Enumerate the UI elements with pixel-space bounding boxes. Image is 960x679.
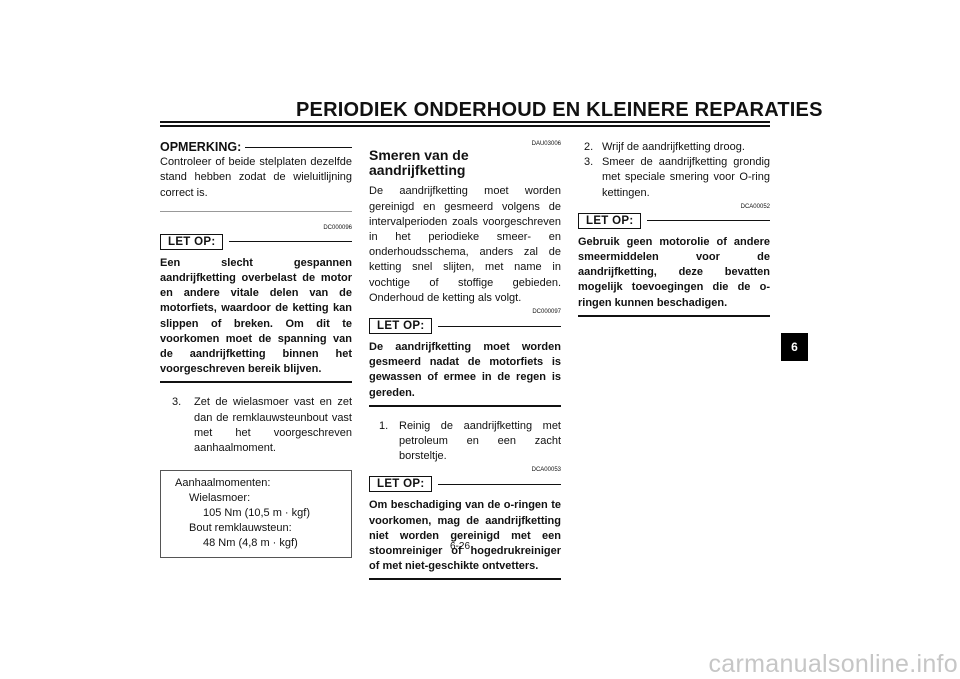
watermark: carmanualsonline.info: [708, 650, 958, 678]
page-title: PERIODIEK ONDERHOUD EN KLEINERE REPARATI…: [296, 99, 823, 121]
note-heading-row: OPMERKING:: [160, 140, 352, 155]
spec-item1-label: Wielasmoer:: [189, 492, 251, 505]
caution2-code: DCA00053: [531, 467, 561, 474]
caution-code: DCA00052: [740, 203, 770, 210]
spec-title: Aanhaalmomenten:: [175, 477, 271, 490]
list-item: 3. Zet de wielasmoer vast en zet dan de …: [160, 395, 352, 456]
spec-item2-value: 48 Nm (4,8 m · kgf): [203, 537, 298, 550]
caution-heading-line: [647, 220, 770, 222]
note-end-rule: [160, 210, 352, 212]
caution-heading-row: LET OP:: [578, 212, 770, 229]
caution2-heading-row: LET OP:: [369, 476, 561, 493]
caution1-text: De aandrijfketting moet worden gesmeerd …: [369, 341, 561, 399]
caution-text: Een slecht gespannen aandrijfketting ove…: [160, 256, 352, 376]
caution2-text: Om beschadiging van de o-ringen te voork…: [369, 499, 561, 573]
caution-text: Gebruik geen motorolie of andere smeermi…: [578, 235, 770, 309]
intro-text: De aandrijfketting moet worden gereinigd…: [369, 185, 561, 304]
chapter-tab: 6: [781, 333, 808, 361]
middle-column: DAU03006 Smeren van de aandrijfketting D…: [369, 140, 561, 581]
caution-label: LET OP:: [578, 212, 642, 229]
step-list: 1. Reinig de aandrijfketting met petrole…: [369, 419, 561, 465]
step-text: Smeer de aandrijfketting grondig met spe…: [602, 156, 770, 199]
step-number: 3.: [584, 156, 594, 169]
page-number: 6-26: [449, 541, 470, 552]
step-number: 1.: [379, 419, 389, 432]
caution-label: LET OP:: [160, 233, 224, 250]
right-column: 2. Wrijf de aandrijfketting droog. 3. Sm…: [578, 140, 770, 317]
note-heading: OPMERKING:: [160, 140, 242, 154]
step-text: Zet de wielasmoer vast en zet dan de rem…: [194, 396, 352, 455]
step-list: 3. Zet de wielasmoer vast en zet dan de …: [160, 395, 352, 456]
caution-end-rule: [578, 314, 770, 317]
left-column: OPMERKING: Controleer of beide stelplate…: [160, 140, 352, 559]
caution1-code: DC000097: [532, 309, 561, 316]
title-rule-upper: [160, 121, 770, 123]
caution-heading-line: [229, 241, 352, 243]
section-code: DAU03006: [531, 141, 561, 147]
caution-end-rule: [160, 381, 352, 384]
caution2-end-rule: [369, 578, 561, 581]
note-heading-line: [245, 147, 352, 149]
caution-heading-row: LET OP:: [160, 233, 352, 250]
list-item: 3. Smeer de aandrijfketting grondig met …: [578, 155, 770, 201]
step-number: 2.: [584, 141, 594, 153]
step-list: 2. Wrijf de aandrijfketting droog. 3. Sm…: [578, 140, 770, 201]
title-rule-lower: [160, 125, 770, 127]
spec-item2-label: Bout remklauwsteun:: [189, 522, 292, 535]
caution1-heading-line: [438, 325, 561, 327]
step-number: 3.: [172, 396, 182, 409]
list-item: 1. Reinig de aandrijfketting met petrole…: [369, 419, 561, 465]
section-title: Smeren van de aandrijfketting: [369, 147, 469, 179]
step-text: Reinig de aandrijfketting met petroleum …: [399, 419, 561, 463]
caution2-heading-line: [438, 483, 561, 485]
caution1-heading-row: LET OP:: [369, 318, 561, 335]
caution2-label: LET OP:: [369, 476, 433, 493]
step-text: Wrijf de aandrijfketting droog.: [602, 141, 745, 153]
caution-code: DC000096: [323, 224, 352, 231]
spec-item1-value: 105 Nm (10,5 m · kgf): [203, 507, 310, 520]
list-item: 2. Wrijf de aandrijfketting droog.: [578, 140, 770, 155]
caution1-label: LET OP:: [369, 318, 433, 335]
note-text: Controleer of beide stelplaten dezelfde …: [160, 156, 352, 199]
spec-box: Aanhaalmomenten: Wielasmoer: 105 Nm (10,…: [160, 470, 352, 559]
caution1-end-rule: [369, 404, 561, 407]
